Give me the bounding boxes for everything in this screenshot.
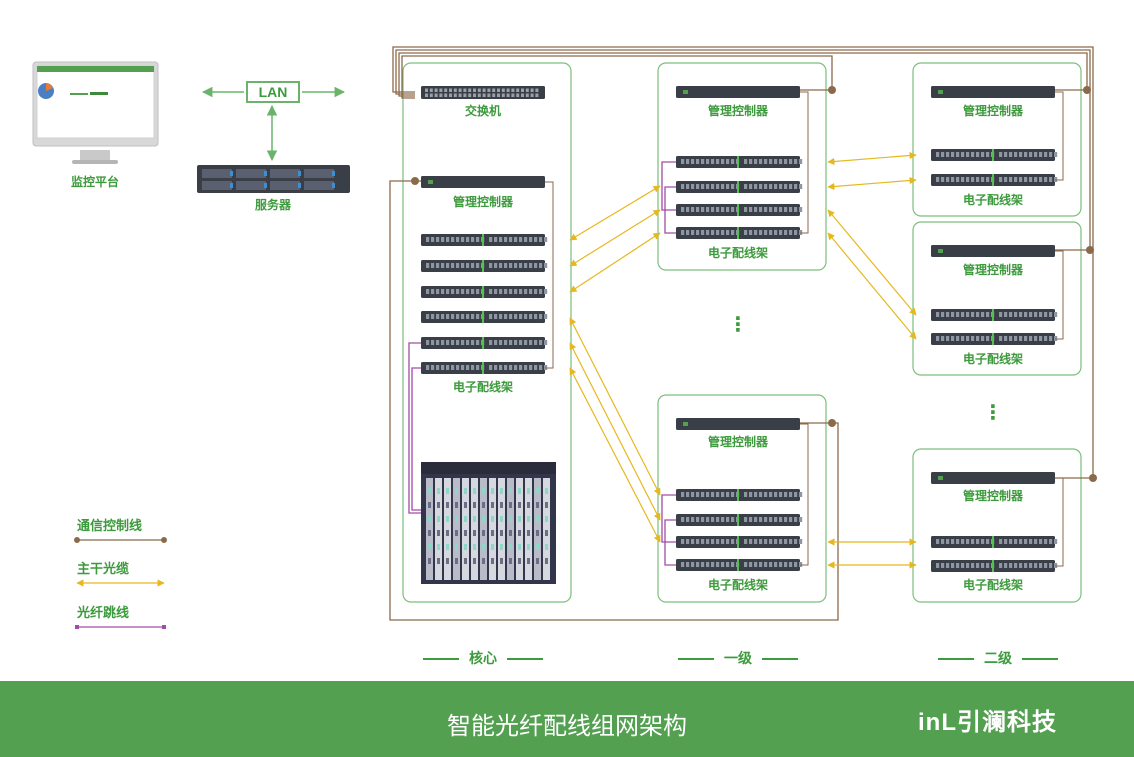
monitor-label: 监控平台 bbox=[70, 175, 120, 189]
patch-frame-label-t1-bottom: 电子配线架 bbox=[707, 578, 769, 592]
patch-frame-label-t2-a: 电子配线架 bbox=[962, 193, 1024, 207]
patch-frame-unit bbox=[931, 333, 1058, 345]
patch-frame-unit bbox=[931, 309, 1058, 321]
footer-title: 智能光纤配线组网架构 bbox=[447, 713, 687, 740]
olt-chassis bbox=[421, 462, 556, 584]
monitor-device bbox=[32, 61, 159, 164]
controller-t2-c bbox=[931, 472, 1055, 484]
patch-frame-unit bbox=[931, 536, 1058, 548]
patch-frame-unit bbox=[931, 149, 1058, 161]
control-lines bbox=[389, 46, 1094, 621]
legend-jumper: 光纤跳线 bbox=[77, 605, 130, 620]
controller-t1-bottom bbox=[676, 418, 800, 430]
controller-label-t1-top: 管理控制器 bbox=[707, 104, 769, 118]
server-device bbox=[197, 165, 350, 193]
server-label: 服务器 bbox=[254, 198, 292, 212]
trunk-fibers bbox=[76, 151, 917, 587]
patch-frame-unit bbox=[676, 559, 803, 571]
patch-frame-unit bbox=[421, 286, 548, 298]
patch-frame-label-t2-b: 电子配线架 bbox=[962, 352, 1024, 366]
patch-frame-unit bbox=[421, 311, 548, 323]
patch-frame-unit bbox=[421, 362, 548, 374]
controller-label-t2-b: 管理控制器 bbox=[962, 263, 1024, 277]
switch-label: 交换机 bbox=[464, 104, 502, 118]
patch-frame-label-core: 电子配线架 bbox=[452, 380, 514, 394]
legend-lines bbox=[75, 539, 166, 629]
patch-frame-unit bbox=[421, 337, 548, 349]
patch-frame-unit bbox=[676, 514, 803, 526]
control-line-ends bbox=[74, 86, 1097, 543]
tier-first-label: 一级 bbox=[668, 648, 808, 668]
patch-frame-unit bbox=[931, 174, 1058, 186]
brand-logo: inL引澜科技 bbox=[918, 709, 1057, 736]
legend-trunk-fiber: 主干光缆 bbox=[77, 561, 130, 576]
lan-label: LAN bbox=[246, 81, 300, 103]
switch-device bbox=[421, 86, 545, 99]
patch-frame-unit bbox=[421, 234, 548, 246]
patch-frame-label-t2-c: 电子配线架 bbox=[962, 578, 1024, 592]
footer-bar bbox=[0, 681, 1134, 757]
tier-second-label: 二级 bbox=[928, 648, 1068, 668]
legend-control-line: 通信控制线 bbox=[77, 518, 143, 533]
controllers bbox=[421, 86, 1055, 484]
patch-frame-label-t1-top: 电子配线架 bbox=[707, 246, 769, 260]
ellipsis-tier2: ⋮ bbox=[983, 402, 1003, 424]
lan-arrows bbox=[201, 86, 346, 162]
controller-t2-b bbox=[931, 245, 1055, 257]
controller-t1-top bbox=[676, 86, 800, 98]
patch-frame-unit bbox=[421, 260, 548, 272]
patch-frame-unit bbox=[676, 227, 803, 239]
patch-frame-unit bbox=[676, 489, 803, 501]
controller-label-t1-bottom: 管理控制器 bbox=[707, 435, 769, 449]
ellipsis-tier1: ⋮ bbox=[728, 314, 748, 336]
controller-label-t2-c: 管理控制器 bbox=[962, 489, 1024, 503]
patch-frame-unit bbox=[676, 204, 803, 216]
tier1-box-top bbox=[657, 62, 827, 271]
controller-label-t2-a: 管理控制器 bbox=[962, 104, 1024, 118]
tier2-box-c bbox=[912, 448, 1082, 603]
frame-brackets bbox=[545, 91, 1064, 567]
fiber-jumpers bbox=[408, 161, 676, 566]
controller-label-core: 管理控制器 bbox=[452, 195, 514, 209]
patch-frames bbox=[421, 149, 1058, 572]
patch-frame-unit bbox=[676, 156, 803, 168]
tier-core-label: 核心 bbox=[413, 648, 553, 668]
controller-core bbox=[421, 176, 545, 188]
patch-frame-unit bbox=[676, 536, 803, 548]
patch-frame-unit bbox=[676, 181, 803, 193]
patch-frame-unit bbox=[931, 560, 1058, 572]
controller-t2-a bbox=[931, 86, 1055, 98]
tier2-box-a bbox=[912, 62, 1082, 217]
